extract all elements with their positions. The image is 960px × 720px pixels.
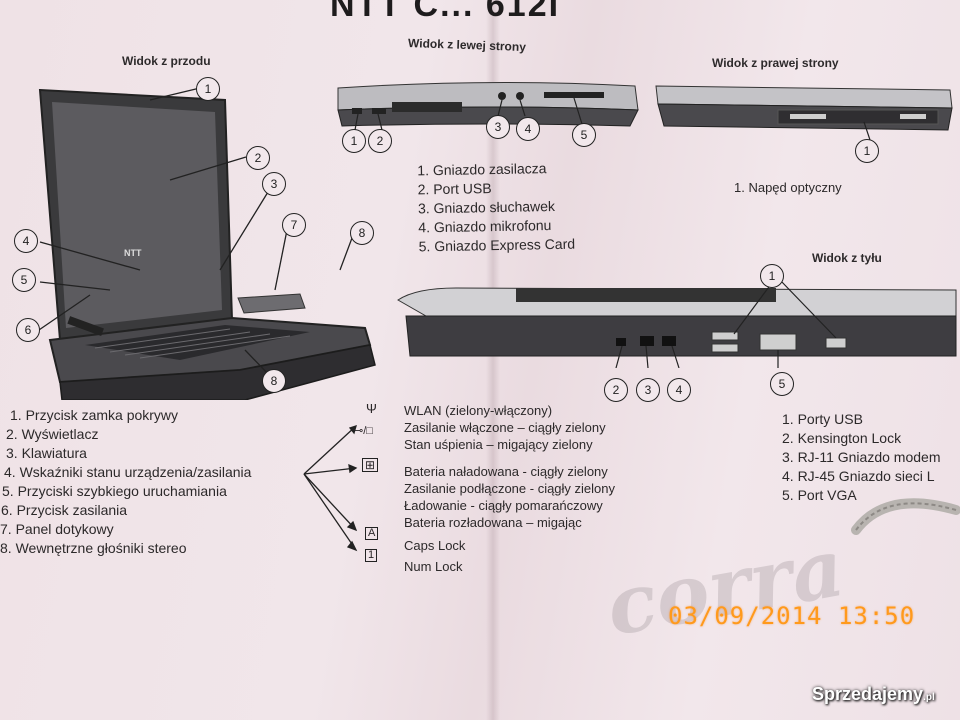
legend-sleep: Stan uśpienia – migający zielony (404, 437, 593, 452)
laptop-logo: NTT (124, 248, 142, 258)
callout-front-6: 6 (16, 318, 40, 342)
callout-right-1: 1 (855, 139, 879, 163)
callout-back-5: 5 (770, 372, 794, 396)
back-items-list: 1. Porty USB 2. Kensington Lock 3. RJ-11… (782, 410, 940, 505)
paper-fold (486, 0, 500, 720)
callout-front-2: 2 (246, 146, 270, 170)
legend-charging: Ładowanie - ciągły pomarańczowy (404, 498, 603, 513)
callout-front-4: 4 (14, 229, 38, 253)
list-item: 2. Wyświetlacz (6, 426, 99, 442)
callout-front-5: 5 (12, 268, 36, 292)
right-view-header: Widok z prawej strony (712, 56, 839, 70)
left-view-header: Widok z lewej strony (407, 35, 527, 55)
callout-back-3: 3 (636, 378, 660, 402)
power-icon: ⊸/□ (354, 425, 373, 437)
callout-left-4: 4 (516, 117, 540, 141)
site-brand: Sprzedajemy (812, 684, 924, 704)
legend-battery-low: Bateria rozładowana – migając (404, 515, 582, 530)
callout-front-8a: 8 (350, 221, 374, 245)
callout-left-5: 5 (572, 123, 596, 147)
legend-num-lock: Num Lock (404, 559, 463, 574)
list-item: 6. Przycisk zasilania (1, 502, 128, 518)
callout-front-7: 7 (282, 213, 306, 237)
list-item: 5. Przyciski szybkiego uruchamiania (2, 483, 227, 499)
list-item: 5. Gniazdo Express Card (418, 235, 576, 255)
callout-left-1: 1 (342, 129, 366, 153)
callout-back-4: 4 (667, 378, 691, 402)
list-item: 4. Wskaźniki stanu urządzenia/zasilania (4, 464, 252, 480)
list-item: 3. RJ-11 Gniazdo modem (782, 449, 941, 465)
callout-back-1: 1 (760, 264, 784, 288)
list-item: 3. Klawiatura (6, 445, 87, 461)
back-view-header: Widok z tyłu (812, 251, 882, 265)
callout-left-2: 2 (368, 129, 392, 153)
callout-front-8b: 8 (262, 369, 286, 393)
front-view-header: Widok z przodu (122, 54, 211, 68)
battery-icon: ⊞ (362, 458, 379, 472)
caps-lock-icon: A (365, 527, 379, 540)
list-item: 1. Przycisk zamka pokrywy (10, 407, 179, 423)
list-item: 5. Port VGA (782, 487, 857, 503)
front-laptop-illustration: NTT (35, 87, 376, 400)
legend-pointer-lines (303, 424, 358, 552)
list-item: 2. Kensington Lock (782, 430, 902, 446)
date-stamp: 03/09/2014 13:50 (668, 602, 916, 630)
callout-front-1: 1 (196, 77, 220, 101)
list-item: 1. Napęd optyczny (734, 180, 842, 195)
callout-back-2: 2 (604, 378, 628, 402)
background-watermark: corra (599, 520, 851, 654)
site-watermark: Sprzedajemy.pl (812, 684, 935, 705)
antenna-icon: Ψ (366, 401, 377, 416)
callout-front-3: 3 (262, 172, 286, 196)
legend-block: WLAN (zielony-włączony) Zasilanie włączo… (404, 402, 615, 575)
list-item: 8. Wewnętrzne głośniki stereo (0, 540, 187, 556)
right-items-list: 1. Napęd optyczny (734, 178, 842, 197)
left-side-illustration (337, 81, 639, 131)
legend-battery-full: Bateria naładowana - ciągły zielony (404, 464, 608, 479)
list-item: 4. RJ-45 Gniazdo sieci L (782, 468, 935, 484)
back-view-illustration (397, 279, 957, 368)
list-item: 7. Panel dotykowy (0, 521, 114, 537)
legend-caps-lock: Caps Lock (404, 538, 466, 553)
legend-power-connected: Zasilanie podłączone - ciągły zielony (404, 481, 616, 496)
legend-wlan: WLAN (zielony-włączony) (404, 403, 553, 418)
callout-left-3: 3 (486, 115, 510, 139)
num-lock-icon: 1 (365, 549, 378, 562)
right-side-illustration (655, 85, 953, 140)
page-title: NTT C... 612I (330, 0, 561, 24)
front-items-list: 1. Przycisk zamka pokrywy 2. Wyświetlacz… (0, 406, 251, 558)
site-suffix: .pl (923, 692, 935, 703)
cable-object (851, 498, 960, 535)
legend-power-on: Zasilanie włączone – ciągły zielony (404, 420, 606, 435)
left-items-list: 1. Gniazdo zasilacza 2. Port USB 3. Gnia… (417, 159, 575, 257)
list-item: 1. Porty USB (782, 411, 863, 427)
